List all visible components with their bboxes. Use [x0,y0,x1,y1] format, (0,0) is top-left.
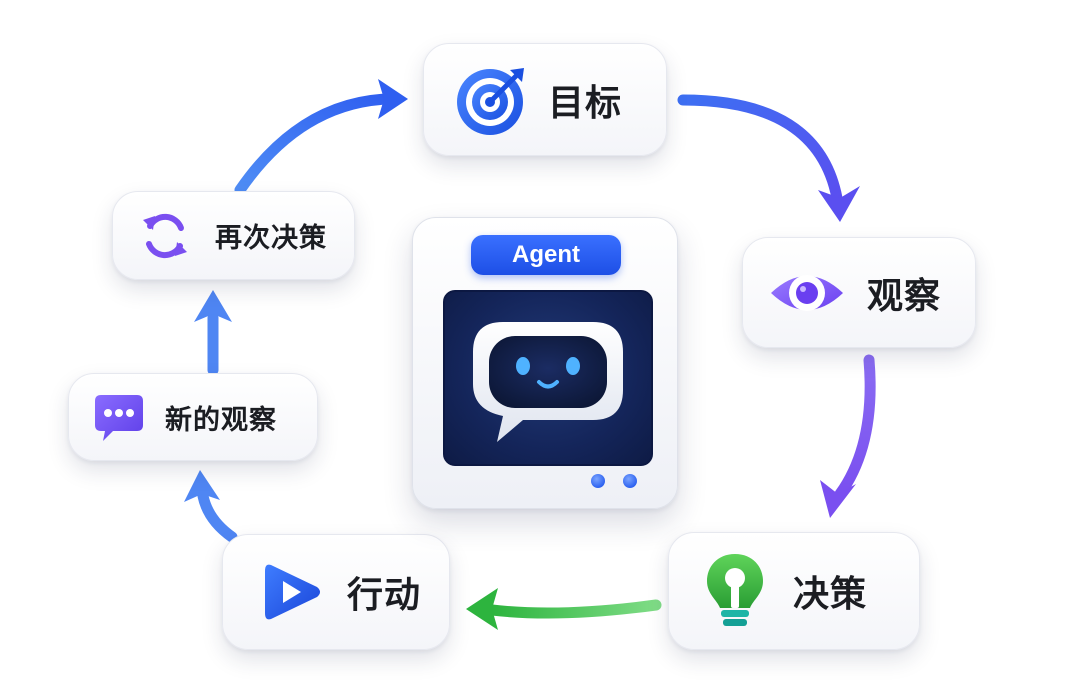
arrow-goal-to-observe [677,94,860,222]
re-decide-label: 再次决策 [215,223,327,254]
arrow-act-to-newobs [184,470,238,543]
decide-label: 决策 [793,574,868,615]
observe-label: 观察 [867,275,942,317]
target-icon [454,62,530,138]
chat-bubble-icon [91,389,147,445]
robot-face-icon [473,322,623,442]
indicator-dot [623,474,637,488]
agent-window: Agent [412,217,678,509]
re-decide-node: 再次决策 [112,191,355,280]
arrow-observe-to-decide [820,354,876,518]
lightbulb-icon [703,550,767,632]
goal-label: 目标 [548,82,623,124]
eye-icon [767,253,847,333]
observe-node: 观察 [742,237,976,348]
goal-node: 目标 [423,43,667,156]
act-node: 行动 [222,534,450,650]
indicator-dot [591,474,605,488]
arrow-newobs-to-redecide [194,290,232,376]
refresh-icon [137,208,193,264]
arrow-decide-to-act [466,588,662,630]
agent-screen [443,290,653,466]
agent-badge: Agent [471,235,621,275]
new-observation-node: 新的观察 [68,373,318,461]
play-icon [257,557,327,627]
new-observation-label: 新的观察 [165,404,277,436]
decide-node: 决策 [668,532,920,650]
arrow-redecide-to-goal [234,79,408,196]
act-label: 行动 [347,575,422,616]
